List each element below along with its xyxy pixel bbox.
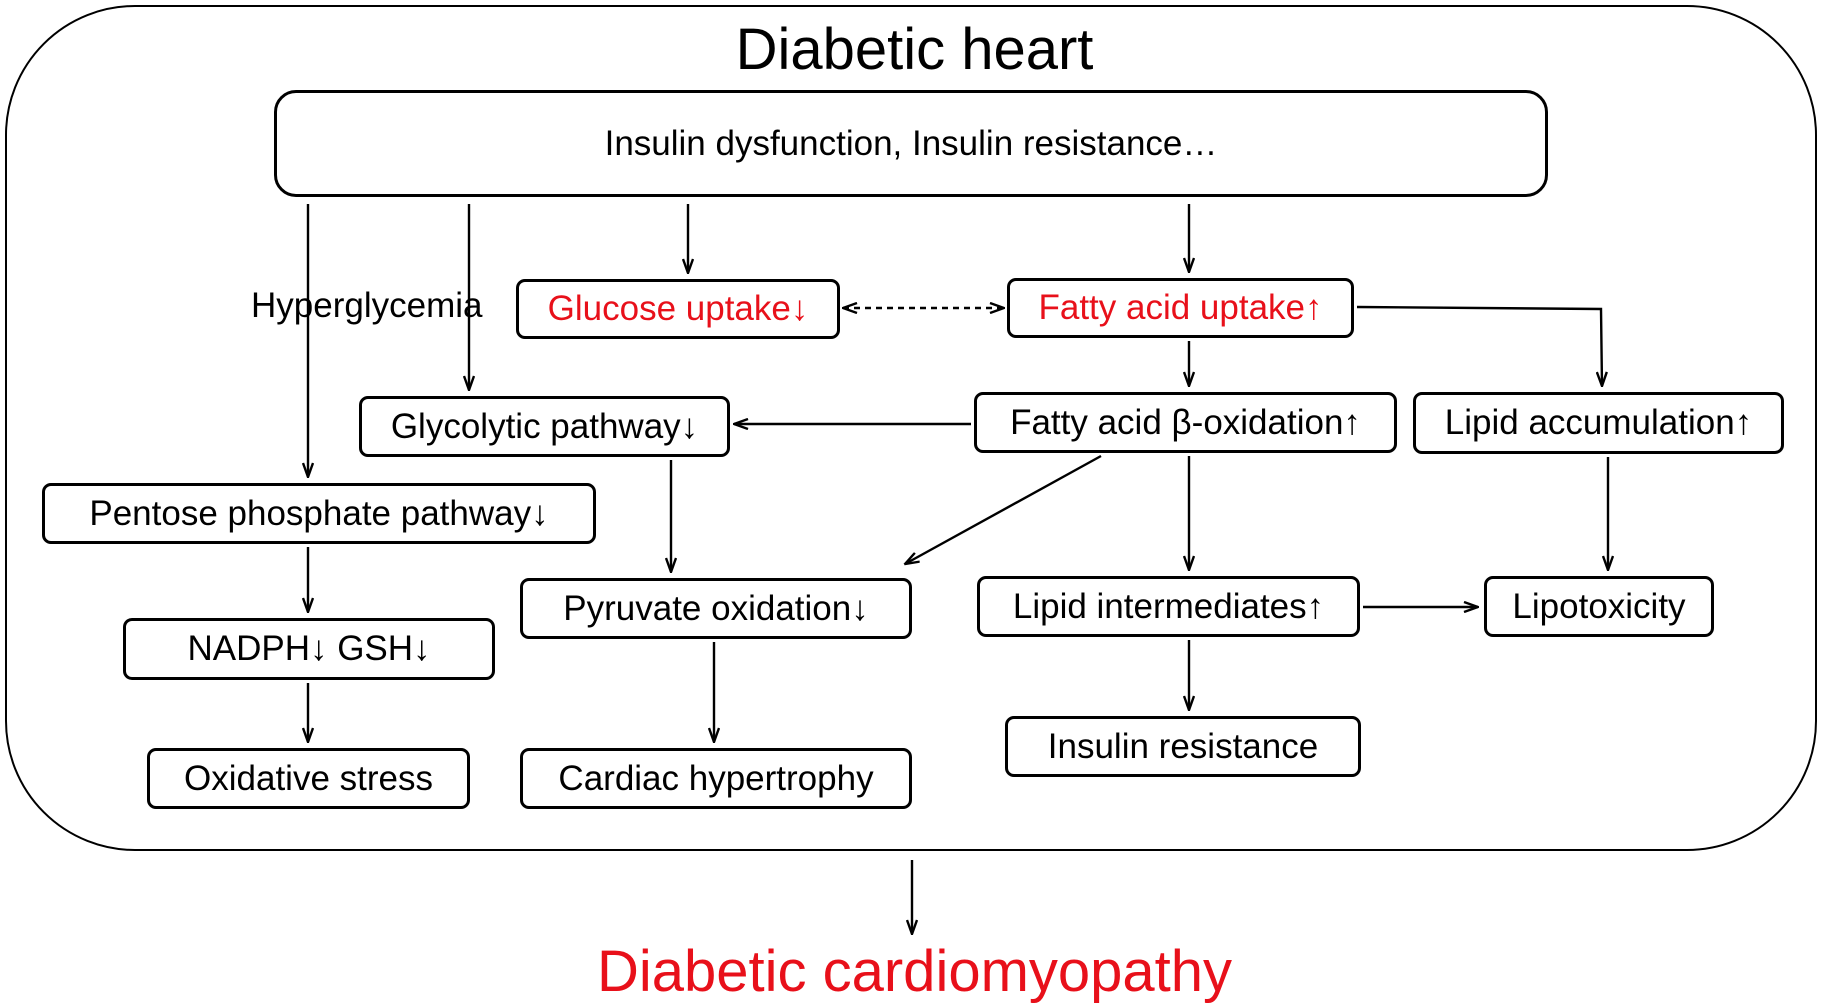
node-glucose-uptake: Glucose uptake↓ bbox=[516, 279, 840, 339]
label-hyperglycemia: Hyperglycemia bbox=[251, 286, 483, 325]
diabetic-heart-frame bbox=[5, 5, 1817, 851]
node-lipotoxicity: Lipotoxicity bbox=[1484, 576, 1714, 637]
outcome-title: Diabetic cardiomyopathy bbox=[596, 939, 1233, 1004]
arrow-oxidation-to-pyruvate bbox=[905, 454, 1102, 564]
arrow-to-lipid-accumulation bbox=[1356, 305, 1602, 386]
node-lipid-accumulation: Lipid accumulation↑ bbox=[1413, 392, 1784, 454]
node-nadph-gsh: NADPH↓ GSH↓ bbox=[123, 618, 495, 680]
node-cardiac-hypertrophy: Cardiac hypertrophy bbox=[520, 748, 912, 809]
node-fatty-acid-oxidation: Fatty acid β-oxidation↑ bbox=[974, 392, 1397, 453]
node-insulin-resistance: Insulin resistance bbox=[1005, 716, 1361, 777]
diagram-title: Diabetic heart bbox=[735, 17, 1094, 82]
node-lipid-intermediates: Lipid intermediates↑ bbox=[977, 576, 1360, 637]
node-oxidative-stress: Oxidative stress bbox=[147, 748, 470, 809]
node-glycolytic-pathway: Glycolytic pathway↓ bbox=[359, 396, 730, 457]
node-fatty-acid-uptake: Fatty acid uptake↑ bbox=[1007, 278, 1354, 338]
node-pentose-phosphate: Pentose phosphate pathway↓ bbox=[42, 483, 596, 544]
node-insulin-dysfunction: Insulin dysfunction, Insulin resistance… bbox=[274, 90, 1548, 197]
node-pyruvate-oxidation: Pyruvate oxidation↓ bbox=[520, 578, 912, 639]
